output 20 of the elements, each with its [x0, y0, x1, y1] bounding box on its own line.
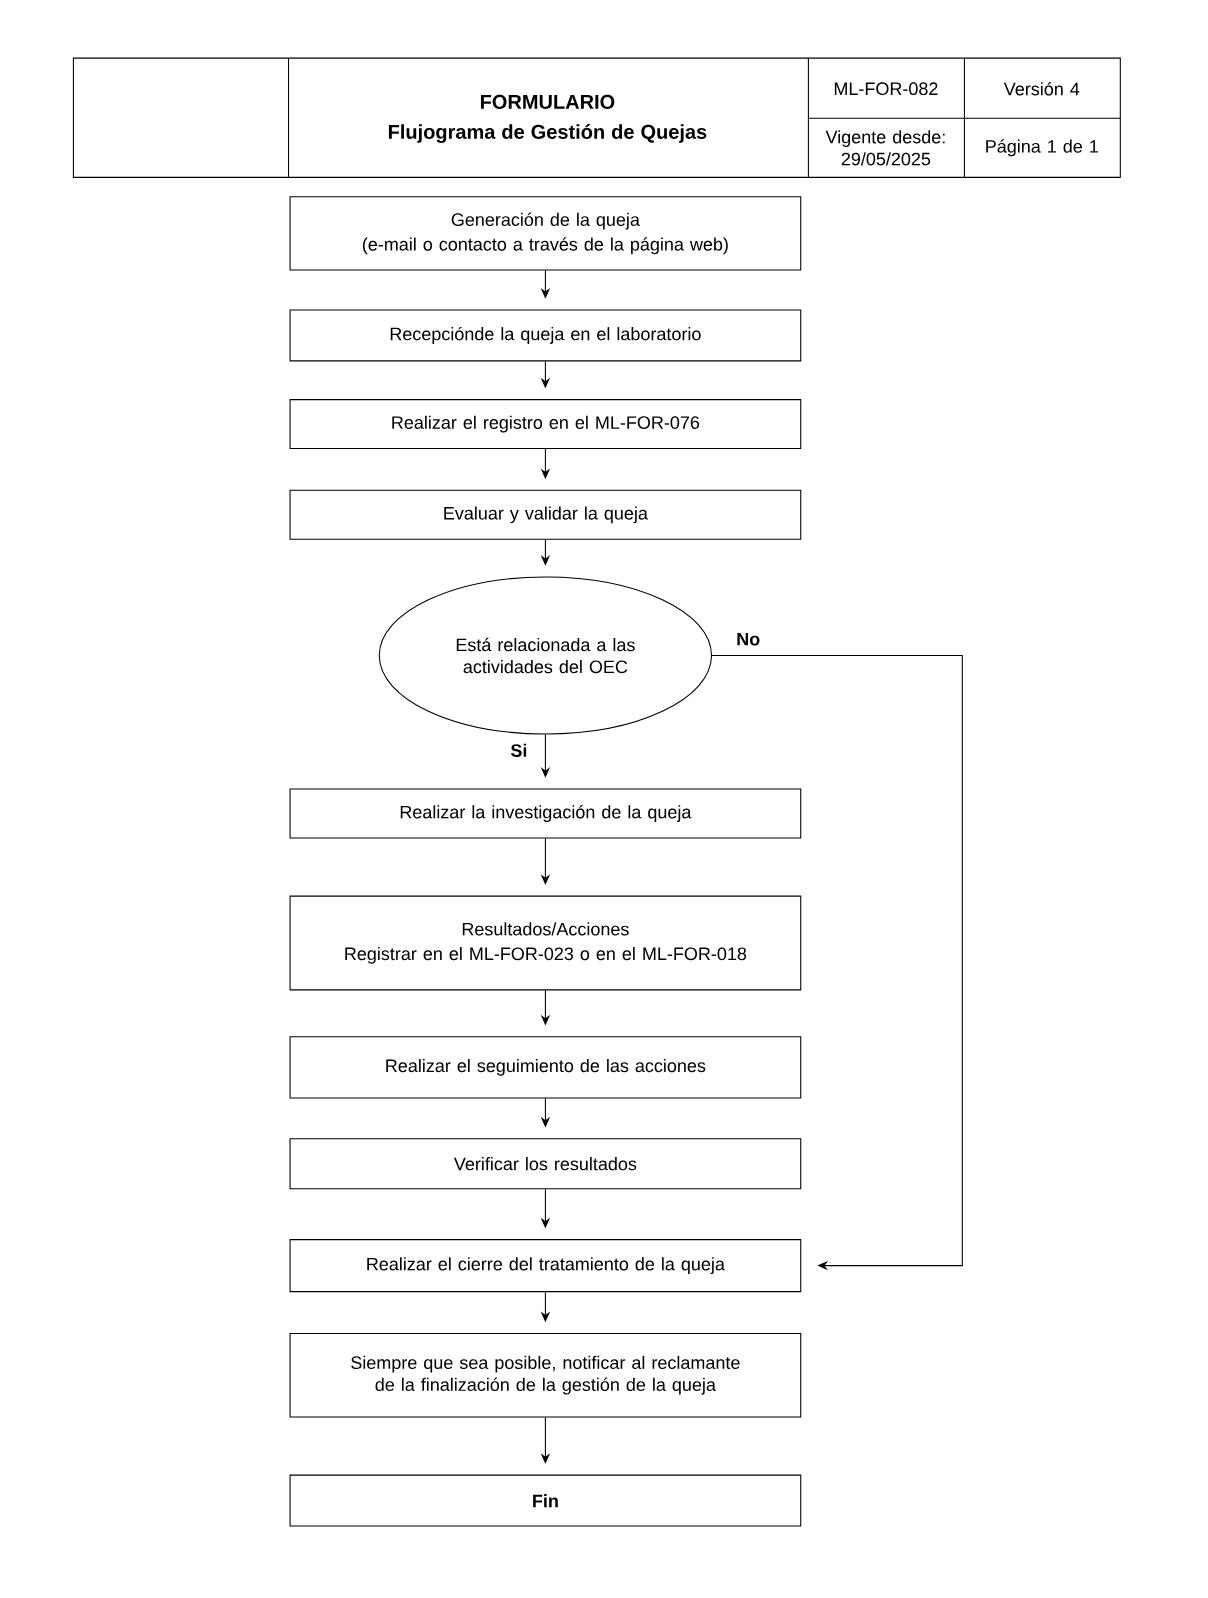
header-text: ML-FOR-082 [834, 82, 938, 96]
header-text: Página 1 de 1 [986, 139, 1098, 157]
process-box: Realizar el registro en el ML-FOR-076 [289, 399, 802, 450]
process-box: Fin [289, 1474, 802, 1527]
arrow [711, 654, 963, 1271]
edge-label: Si [509, 742, 529, 759]
edge-label: No [734, 631, 762, 647]
header-text: Vigente desde: 29/05/2025 [825, 130, 945, 166]
process-box: Evaluar y validar la queja [289, 489, 802, 540]
header-text: Versión 4 [1003, 82, 1080, 96]
process-box: Generación de la queja (e-mail o contacto a través de la página web) [289, 196, 802, 271]
process-box: Siempre que sea posible, notificar al reclamante de la finalización de la gestión de la queja [289, 1332, 802, 1418]
process-box: Resultados/Acciones Registrar en el ML-FOR-023 o en el ML-FOR-018 [289, 895, 802, 991]
process-box: Verificar los resultados [289, 1138, 802, 1190]
header-text: Flujograma de Gestión de Quejas [388, 124, 707, 143]
process-box: Recepciónde la queja en el laboratorio [289, 309, 802, 362]
header-text: FORMULARIO [480, 94, 615, 109]
process-box: Realizar el cierre del tratamiento de la queja [289, 1239, 802, 1293]
process-box: Realizar la investigación de la queja [289, 788, 802, 839]
process-box: Realizar el seguimiento de las acciones [289, 1036, 802, 1099]
